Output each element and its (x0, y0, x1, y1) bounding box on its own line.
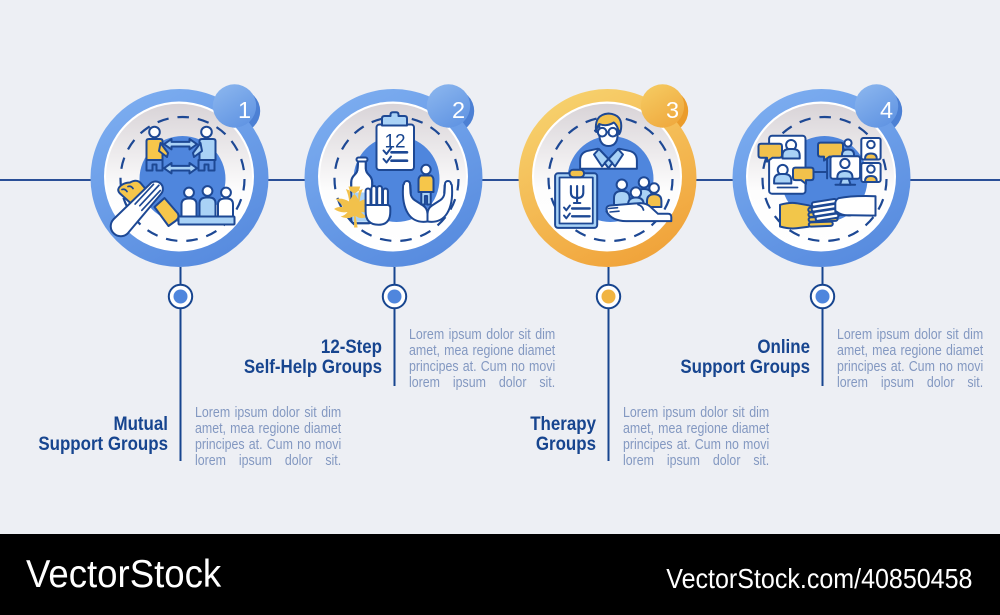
svg-text:2: 2 (452, 97, 465, 123)
svg-text:1: 1 (238, 97, 251, 123)
svg-text:4: 4 (880, 97, 893, 123)
svg-text:3: 3 (666, 97, 679, 123)
svg-text:12: 12 (384, 132, 405, 153)
